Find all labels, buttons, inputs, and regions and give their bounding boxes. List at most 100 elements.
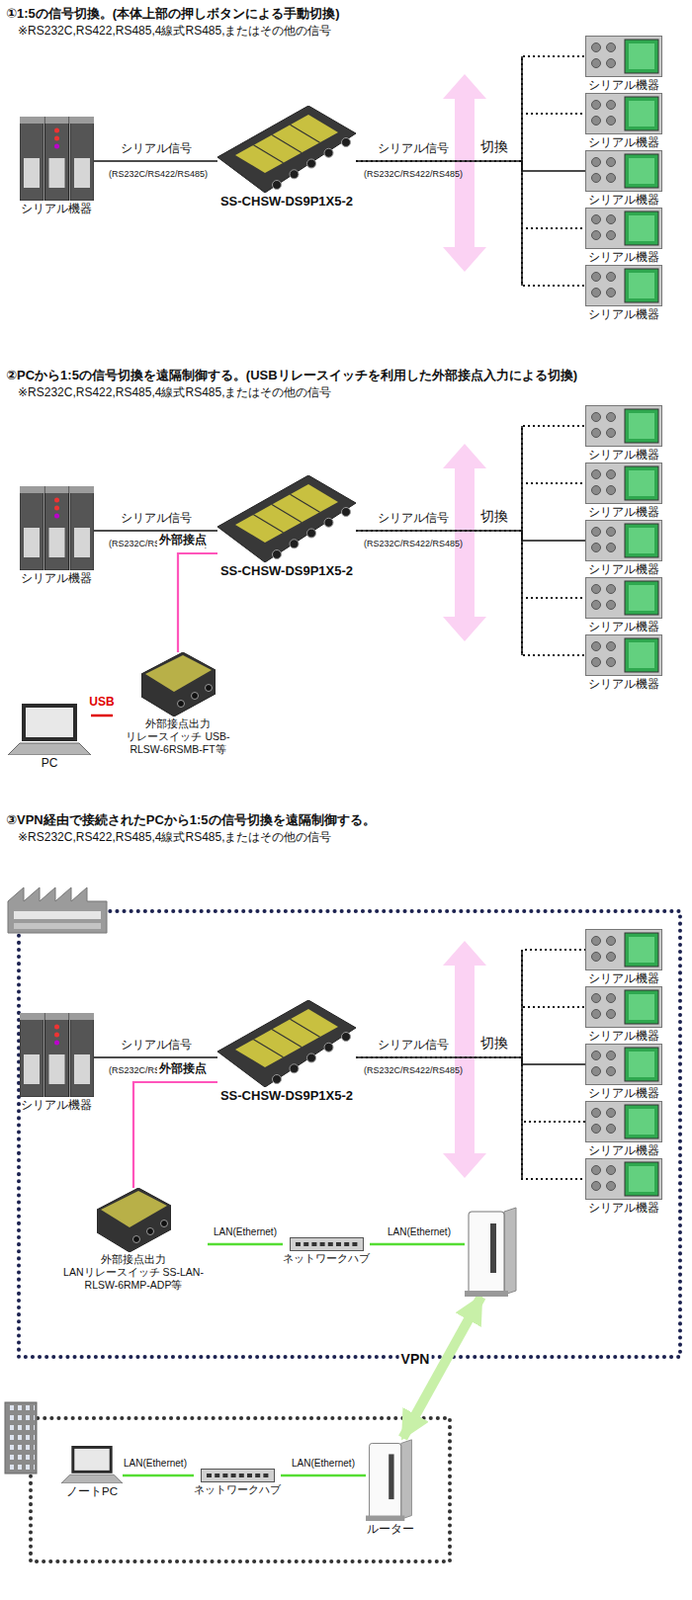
relay-terminal [204, 685, 212, 692]
node-label: シリアル機器 [588, 505, 660, 519]
connector [355, 56, 586, 162]
signal-label: (RS232C/RS422/RS485) [363, 169, 463, 180]
panel-line [271, 1030, 302, 1048]
panel-line [290, 124, 321, 143]
relay-art [141, 652, 216, 717]
device-dial [606, 215, 616, 225]
node-label: PC [41, 756, 59, 772]
device-body [586, 151, 663, 192]
device-screen-face [628, 413, 655, 439]
usb-relay-switch: 外部接点出力 リレースイッチ USB-RLSW-6RSMB-FT等 [112, 652, 244, 757]
lamp [54, 506, 60, 512]
node-label: SS-CHSW-DS9P1X5-2 [220, 563, 353, 580]
node-label: 外部接点出力 リレースイッチ USB-RLSW-6RSMB-FT等 [112, 717, 244, 757]
device-dial [592, 413, 602, 423]
device-art [586, 406, 663, 447]
router-front [369, 1443, 402, 1520]
cabinet-top [70, 1013, 94, 1021]
node-label: シリアル機器 [588, 677, 660, 692]
d-sub-port [342, 1033, 351, 1042]
notebook-pc: ノートPC [61, 1446, 123, 1499]
device-dial [592, 1166, 602, 1176]
device-body [586, 208, 663, 250]
device-screen [624, 638, 659, 673]
device-art [586, 1159, 663, 1201]
device-screen [624, 154, 659, 188]
device-art [586, 987, 663, 1029]
node-label: シリアル機器 [588, 1029, 660, 1043]
device-icon [585, 264, 663, 307]
lamp [54, 1040, 60, 1046]
connector-label: LAN(Ethernet) [385, 1226, 453, 1239]
laptop-screen [25, 707, 74, 738]
device-screen [624, 268, 659, 303]
node-label: シリアル機器 [588, 250, 660, 264]
cabinet-panel [48, 1054, 65, 1085]
laptop-screen-frame [71, 1446, 112, 1474]
switch-art [217, 105, 356, 193]
device-screen-face [628, 43, 655, 70]
relay-panel [100, 1191, 168, 1228]
hub-body [289, 1238, 363, 1252]
device-dial [606, 937, 616, 947]
device-dial [606, 1109, 616, 1119]
lamp [54, 144, 60, 150]
node-label: ネットワークハブ [193, 1483, 281, 1498]
d-sub-port [307, 528, 317, 538]
router-side [401, 1440, 413, 1520]
d-sub-port [272, 550, 282, 560]
device-dial [606, 585, 616, 595]
relay-terminal [190, 692, 198, 700]
signal-label: (RS232C/RS422/RS485) [363, 1065, 463, 1077]
device-dial [606, 288, 616, 298]
device-icon [585, 1101, 663, 1143]
hub-port [206, 1473, 212, 1478]
d-sub-port [324, 148, 334, 158]
lan-relay-switch: 外部接点出力 LANリレースイッチ SS-LAN-RLSW-6RMP-ADP等 [59, 1188, 208, 1293]
device-dial [606, 429, 616, 438]
device-screen-face [628, 642, 655, 669]
cabinet [70, 116, 94, 201]
relay-terminal [146, 1228, 154, 1236]
connector [355, 426, 586, 531]
connector [403, 1297, 482, 1439]
relay-terminal [176, 700, 184, 708]
device-screen [624, 1047, 659, 1082]
d-sub-port [307, 159, 317, 169]
device-dial [606, 158, 616, 168]
node-label: SS-CHSW-DS9P1X5-2 [220, 193, 353, 210]
hub-port [336, 1242, 342, 1247]
hub-port [262, 1473, 268, 1478]
device-dial [592, 470, 602, 480]
connector [355, 530, 586, 599]
cabinet [70, 486, 94, 571]
device-screen [624, 1105, 659, 1139]
hub-port [303, 1242, 309, 1247]
hub-port [222, 1473, 228, 1478]
switch-icon [217, 105, 356, 193]
device-screen-face [628, 158, 655, 184]
switch-body [217, 105, 356, 193]
tower-icon [19, 116, 94, 201]
device-icon [585, 1043, 663, 1086]
device-dial [592, 952, 602, 962]
device-body [586, 36, 663, 78]
relay-body [96, 1188, 172, 1253]
device-art [586, 930, 663, 971]
device-dial [606, 1051, 616, 1061]
device-art [586, 151, 663, 192]
device-screen-face [628, 1051, 655, 1078]
cabinet-panel [74, 527, 90, 558]
device-dial [592, 59, 602, 69]
device-dial [592, 100, 602, 110]
device-body [586, 1044, 663, 1086]
connector-label: シリアル信号 [118, 1038, 194, 1053]
cabinet-top [44, 1013, 69, 1021]
laptop-icon [7, 703, 91, 756]
lamp [54, 1025, 60, 1031]
device-icon [585, 986, 663, 1029]
cabinet-top [44, 486, 69, 494]
relay-terminal [132, 1236, 140, 1244]
